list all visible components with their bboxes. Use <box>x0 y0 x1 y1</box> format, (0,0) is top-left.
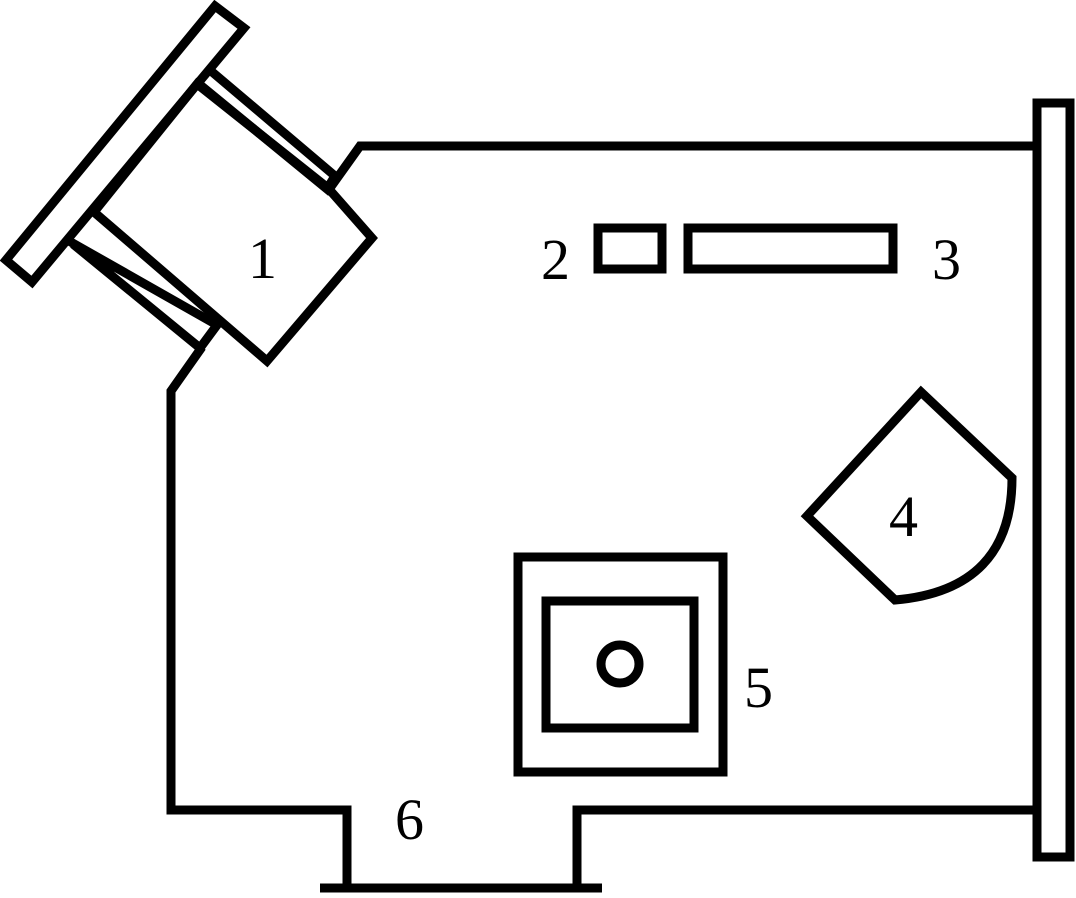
right-wall-panel <box>1032 98 1075 862</box>
item-5-outer-square <box>513 552 728 777</box>
label-6: 6 <box>395 787 424 852</box>
label-4: 4 <box>889 484 918 549</box>
item-3-bar <box>683 223 898 274</box>
item-1-angled-unit <box>0 0 378 368</box>
label-3: 3 <box>932 227 961 292</box>
item-5-inner-square <box>541 596 699 733</box>
label-5: 5 <box>744 655 773 720</box>
item-1-body <box>87 77 378 368</box>
label-1: 1 <box>248 226 277 291</box>
label-2: 2 <box>541 227 570 292</box>
item-4-shape <box>800 385 1017 605</box>
item-5-circle <box>596 640 644 688</box>
item-1-outer-panel <box>0 0 251 289</box>
item-2-box <box>593 223 667 274</box>
room-left-wall <box>166 344 352 888</box>
room-outline-wall <box>326 141 1035 191</box>
item-5-unit <box>513 552 728 777</box>
room-bottom-right-wall <box>572 805 1035 888</box>
item-1-lower-rail <box>66 237 224 355</box>
item-1-upper-rail <box>196 67 341 196</box>
